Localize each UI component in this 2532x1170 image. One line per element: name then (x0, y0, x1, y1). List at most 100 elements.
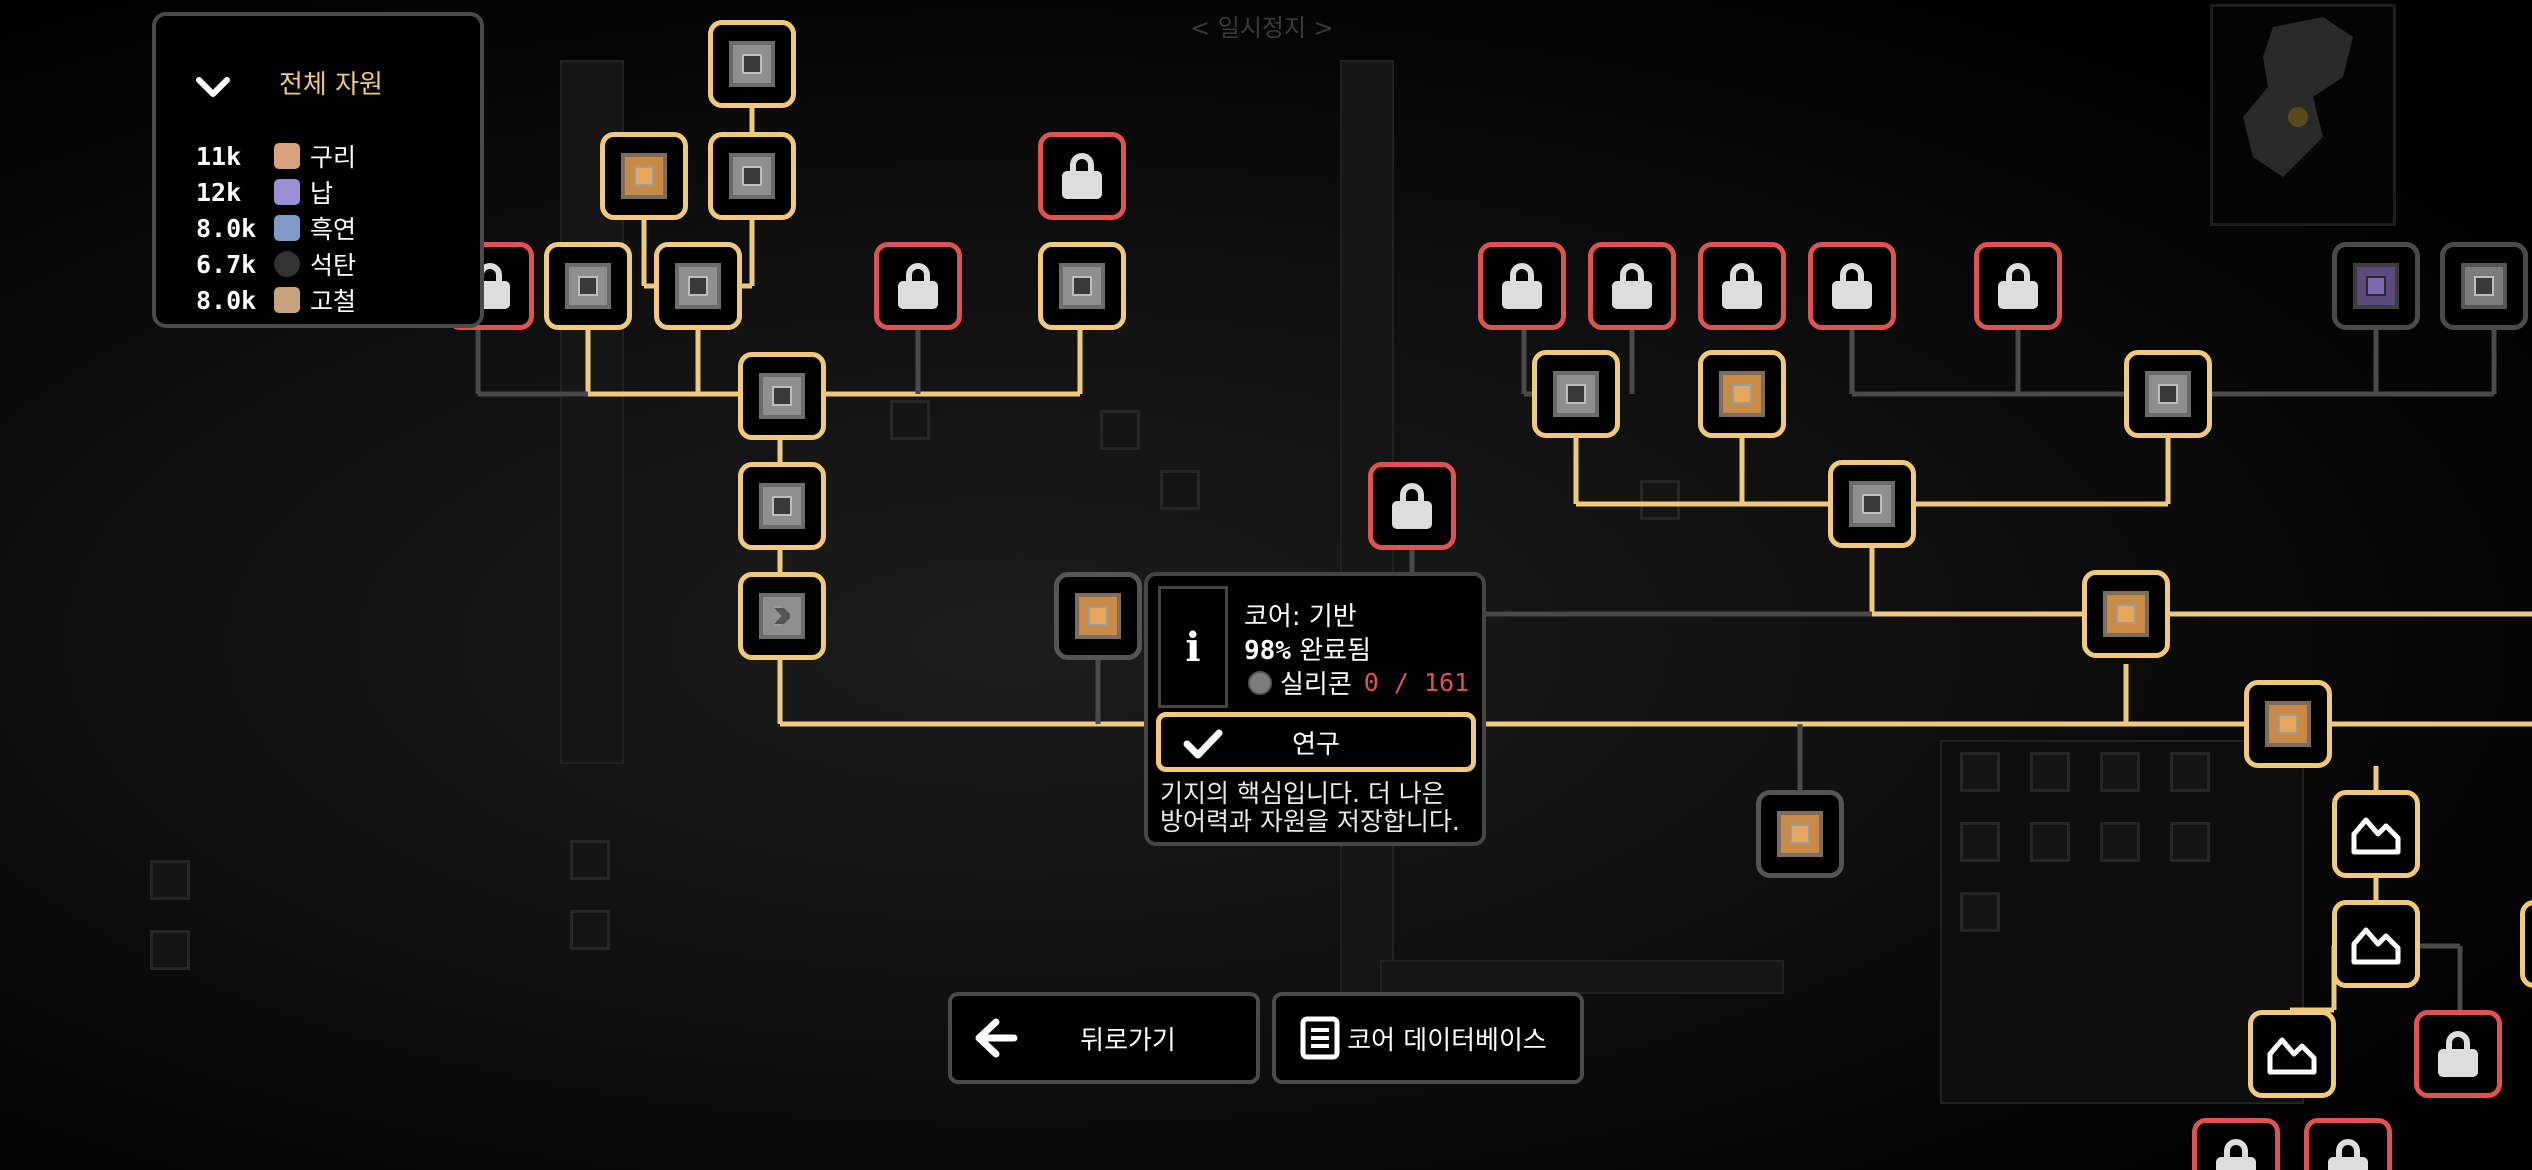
background-tile (150, 930, 190, 970)
tech-node-graphite-press[interactable] (2124, 350, 2212, 438)
tech-requirement: 실리콘 0 / 161 (1248, 664, 1469, 701)
research-button-label: 연구 (1292, 729, 1340, 760)
silicon-icon (1248, 670, 1272, 695)
resource-name: 석탄 (310, 251, 357, 280)
tech-node-mechanical-drill[interactable] (1532, 350, 1620, 438)
tech-node-sector[interactable] (2248, 1010, 2336, 1098)
background-tile (2030, 822, 2070, 862)
tech-tooltip: i 코어: 기반 98% 완료됨 실리콘 0 / 161 연구 기지의 핵심입니… (1144, 572, 1486, 846)
tech-node-unavailable[interactable] (1756, 790, 1844, 878)
tech-node-conveyor-junction[interactable] (600, 132, 688, 220)
resource-row: 8.0k 고철 (196, 284, 357, 317)
resource-name: 구리 (310, 143, 357, 172)
tech-node-locked[interactable] (1974, 242, 2062, 330)
tech-node-titanium-conveyor[interactable] (738, 572, 826, 660)
background-tile (890, 400, 930, 440)
background-tile (1960, 752, 2000, 792)
tech-node-kiln[interactable] (2244, 680, 2332, 768)
requirement-count: 0 / 161 (1363, 668, 1470, 697)
tech-node-locked[interactable] (1038, 132, 1126, 220)
tech-node-locked[interactable] (1368, 462, 1456, 550)
copper-icon (274, 143, 300, 169)
info-button[interactable]: i (1158, 586, 1228, 708)
tech-node-unavailable[interactable] (2440, 242, 2528, 330)
tech-node-router[interactable] (544, 242, 632, 330)
background-tile (1960, 822, 2000, 862)
background-tile (2170, 752, 2210, 792)
description-line: 방어력과 자원을 저장합니다. (1160, 807, 1460, 836)
resource-amount: 8.0k (196, 285, 257, 315)
tech-node-locked[interactable] (2304, 1118, 2392, 1170)
check-icon (1183, 729, 1223, 759)
back-button[interactable]: 뒤로가기 (948, 992, 1260, 1084)
tech-title: 코어: 기반 (1244, 602, 1357, 632)
total-resources-panel: 전체 자원 11k 구리 12k 납 8.0k 흑연 6.7k 석탄 8.0k … (152, 12, 484, 328)
core-database-label: 코어 데이터베이스 (1347, 1025, 1547, 1056)
tech-node-silicon-smelter[interactable] (2082, 570, 2170, 658)
coal-icon (274, 251, 300, 277)
resource-row: 12k 납 (196, 176, 334, 209)
requirement-item: 실리콘 (1280, 670, 1352, 700)
info-icon: i (1185, 623, 1201, 671)
resource-name: 납 (310, 179, 334, 208)
arrow-left-icon (975, 1018, 1018, 1058)
scrap-icon (274, 287, 300, 313)
background-tile (2100, 822, 2140, 862)
progress-label: 완료됨 (1299, 636, 1371, 666)
resource-amount: 11k (196, 141, 242, 171)
resource-row: 8.0k 흑연 (196, 212, 357, 245)
tech-node-conveyor[interactable] (738, 462, 826, 550)
tech-node-core-shard[interactable] (1054, 572, 1142, 660)
tech-node-locked[interactable] (1808, 242, 1896, 330)
tech-node-sector[interactable] (2332, 900, 2420, 988)
background-tile (570, 910, 610, 950)
tech-node-junction[interactable] (738, 352, 826, 440)
tech-node-pneumatic-drill[interactable] (1698, 350, 1786, 438)
tech-progress: 98% 완료됨 (1244, 630, 1371, 667)
resource-row: 6.7k 석탄 (196, 248, 357, 281)
background-tile (1960, 892, 2000, 932)
core-database-button[interactable]: 코어 데이터베이스 (1272, 992, 1584, 1084)
tech-node-locked[interactable] (1478, 242, 1566, 330)
background-tile (2030, 752, 2070, 792)
requirement-have: 0 (1363, 668, 1379, 697)
resource-amount: 12k (196, 177, 242, 207)
background-tile (1640, 480, 1680, 520)
research-button[interactable]: 연구 (1156, 712, 1476, 772)
background-tile (1100, 410, 1140, 450)
tech-node-locked[interactable] (1698, 242, 1786, 330)
tech-node-core-module[interactable] (708, 20, 796, 108)
resource-amount: 6.7k (196, 249, 257, 279)
pause-status: < 일시정지 > (1190, 14, 1334, 42)
graphite-icon (274, 215, 300, 241)
minimap[interactable] (2210, 4, 2396, 226)
back-button-label: 뒤로가기 (1080, 1025, 1176, 1056)
background-tile (2100, 752, 2140, 792)
tech-node-locked[interactable] (2414, 1010, 2502, 1098)
chevron-down-icon[interactable] (196, 72, 230, 102)
background-tile (1160, 470, 1200, 510)
background-tile (150, 860, 190, 900)
tech-node-locked[interactable] (874, 242, 962, 330)
resource-amount: 8.0k (196, 213, 257, 243)
tech-node-sorter[interactable] (654, 242, 742, 330)
tech-node-drill[interactable] (1828, 460, 1916, 548)
book-icon (1300, 1016, 1340, 1060)
tech-node-sector[interactable] (2332, 790, 2420, 878)
description-line: 기지의 핵심입니다. 더 나은 (1160, 779, 1445, 808)
background-panel (1940, 740, 2304, 1104)
resources-title: 전체 자원 (279, 70, 383, 100)
tech-node-overflow-gate[interactable] (1038, 242, 1126, 330)
tech-node-unavailable[interactable] (2332, 242, 2420, 330)
resource-name: 흑연 (310, 215, 357, 244)
lead-icon (274, 179, 300, 205)
tech-node-bridge[interactable] (708, 132, 796, 220)
background-tile (2170, 822, 2210, 862)
tech-node-sector[interactable] (2520, 900, 2532, 988)
tech-node-locked[interactable] (2192, 1118, 2280, 1170)
tech-description: 기지의 핵심입니다. 더 나은 방어력과 자원을 저장합니다. (1160, 780, 1480, 836)
progress-value: 98% (1244, 636, 1291, 666)
tech-node-locked[interactable] (1588, 242, 1676, 330)
resource-name: 고철 (310, 287, 357, 316)
